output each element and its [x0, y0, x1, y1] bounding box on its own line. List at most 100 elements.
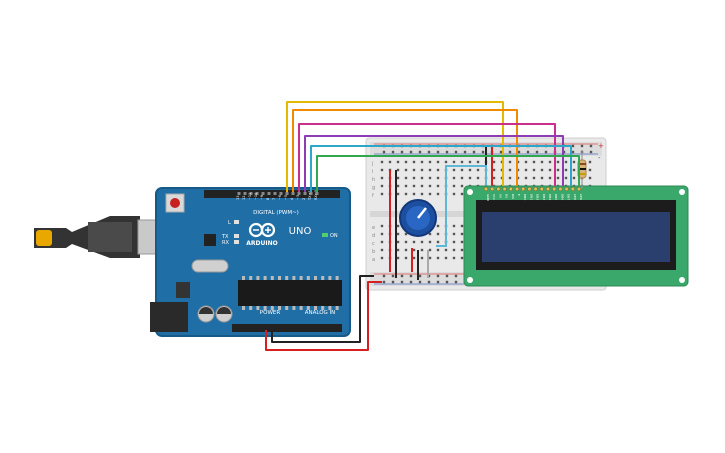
rail-hole [526, 150, 530, 154]
lcd-pin-label: DB7 [567, 194, 571, 200]
rail-hole [445, 274, 449, 278]
breadboard-hole [452, 160, 456, 164]
chip-pin [256, 306, 260, 310]
row-letter: i [372, 169, 373, 175]
rail-hole [445, 280, 449, 284]
digital-pin-label: RX←0 [314, 190, 318, 200]
rail-hole [454, 150, 458, 154]
breadboard-hole [420, 160, 424, 164]
breadboard-hole [564, 168, 568, 172]
breadboard-hole [452, 224, 456, 228]
rail-hole [409, 150, 413, 154]
lcd-pin [533, 186, 538, 192]
lcd-pin [521, 186, 526, 192]
breadboard-hole [404, 240, 408, 244]
rx-led-label: RX [222, 240, 229, 246]
rail-hole [400, 280, 404, 284]
lcd-pin-label: V0 [498, 194, 502, 198]
breadboard-hole [404, 192, 408, 196]
rail-minus-label: - [598, 154, 601, 162]
breadboard-hole [412, 160, 416, 164]
breadboard-hole [436, 192, 440, 196]
rail-hole [517, 150, 521, 154]
digital-pin-label: 8 [266, 198, 270, 200]
breadboard-hole [476, 168, 480, 172]
digital-pin [267, 192, 271, 195]
breadboard-hole [492, 168, 496, 172]
row-letter: a [372, 257, 375, 263]
rail-hole [436, 274, 440, 278]
rail-hole [454, 280, 458, 284]
lcd-pin [558, 186, 563, 192]
wire-black-gnd [271, 275, 374, 343]
breadboard-hole [468, 168, 472, 172]
chip-pin [306, 306, 310, 310]
breadboard-hole [404, 160, 408, 164]
chip-pin [285, 306, 289, 310]
breadboard-hole [452, 248, 456, 252]
breadboard-hole [460, 248, 464, 252]
breadboard-hole [572, 160, 576, 164]
chip-pin [328, 306, 332, 310]
chip-pin [314, 306, 317, 310]
breadboard-hole [444, 248, 448, 252]
breadboard-hole [396, 240, 400, 244]
wire-red-5v [265, 281, 382, 351]
breadboard-hole [380, 240, 384, 244]
lcd-pins [483, 186, 582, 192]
row-letter: h [372, 177, 375, 183]
digital-pin [243, 192, 247, 195]
rail-hole [571, 144, 575, 148]
breadboard-hole [532, 160, 536, 164]
reset-button-icon[interactable] [165, 193, 185, 213]
rail-hole [400, 150, 404, 154]
usb-cable-icon [34, 216, 177, 258]
breadboard-hole [428, 256, 432, 260]
breadboard-hole [460, 224, 464, 228]
digital-pin-label: 13 [236, 196, 240, 200]
potentiometer-icon[interactable] [399, 199, 437, 237]
lcd-pin-label: DB2 [536, 194, 540, 200]
breadboard-hole [412, 192, 416, 196]
breadboard-hole [556, 176, 560, 180]
breadboard-hole [588, 176, 592, 180]
chip-pin [299, 306, 303, 310]
chip-pin [292, 276, 296, 280]
rail-hole [427, 280, 431, 284]
chip-pin [256, 276, 260, 280]
l-led-label: L [228, 220, 231, 226]
rail-hole [580, 144, 584, 148]
breadboard-hole [468, 160, 472, 164]
lcd-pin [527, 186, 532, 192]
rail-hole [436, 150, 440, 154]
row-letter: f [372, 193, 374, 199]
digital-pin [303, 192, 307, 195]
breadboard-hole [380, 224, 384, 228]
chip-pin [335, 306, 339, 310]
chip-pin [278, 306, 281, 310]
wire-cyan [310, 145, 572, 192]
breadboard-hole [396, 184, 400, 188]
digital-pin-label: TX→1 [308, 190, 312, 201]
chip-pin [285, 276, 289, 280]
breadboard-hole [564, 160, 568, 164]
breadboard-hole [428, 184, 432, 188]
breadboard-hole [460, 232, 464, 236]
breadboard-hole [428, 168, 432, 172]
digital-pin [285, 192, 289, 195]
digital-pin [309, 192, 313, 195]
lcd-pin [490, 186, 495, 192]
breadboard-hole [436, 248, 440, 252]
breadboard-hole [420, 256, 424, 260]
rail-hole [427, 150, 431, 154]
breadboard-hole [412, 168, 416, 172]
breadboard-hole [420, 176, 424, 180]
lcd-pin [514, 186, 520, 192]
breadboard-hole [380, 184, 384, 188]
chip-pin [270, 306, 274, 310]
breadboard-hole [396, 248, 400, 252]
breadboard-hole [420, 184, 424, 188]
rail-hole [382, 274, 386, 278]
